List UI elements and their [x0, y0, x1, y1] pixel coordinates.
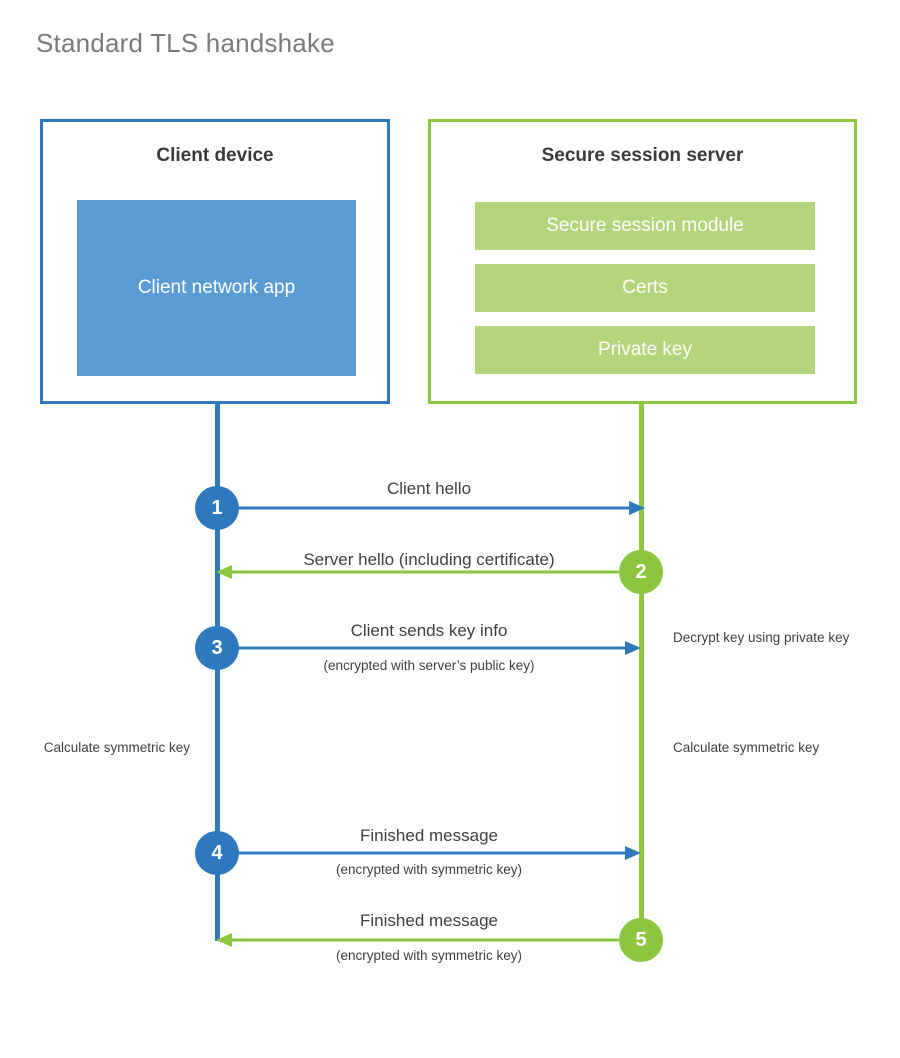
- step-3-arrow: [217, 641, 641, 655]
- step-3-sublabel: (encrypted with server’s public key): [323, 658, 535, 673]
- server-lifeline: [639, 403, 644, 941]
- step-5-arrow: [216, 933, 644, 947]
- client-lifeline: [215, 403, 220, 941]
- step-4-arrow: [217, 846, 641, 860]
- step-2-label: Server hello (including certificate): [303, 550, 555, 569]
- page-title: Standard TLS handshake: [36, 28, 335, 58]
- step-2-arrow: [216, 565, 644, 579]
- secure-session-server-box: Secure session server Secure session mod…: [428, 119, 857, 404]
- step-3-label: Client sends key info: [350, 621, 508, 640]
- annotation-server-decrypt: Decrypt key using private key: [673, 630, 850, 645]
- step-5-sublabel: (encrypted with symmetric key): [335, 948, 523, 963]
- step-marker-4: 4: [195, 831, 239, 875]
- server-component-private-key: Private key: [475, 326, 815, 374]
- client-device-box: Client device Client network app: [40, 119, 390, 404]
- server-component-secure-session-module: Secure session module: [475, 202, 815, 250]
- step-marker-1: 1: [195, 486, 239, 530]
- step-1-label: Client hello: [386, 479, 472, 498]
- client-network-app-block: Client network app: [77, 200, 356, 376]
- step-marker-3: 3: [195, 626, 239, 670]
- client-device-title: Client device: [156, 145, 274, 166]
- step-4-label: Finished message: [360, 826, 498, 845]
- step-5-label: Finished message: [360, 911, 498, 930]
- step-4-sublabel: (encrypted with symmetric key): [335, 862, 523, 877]
- step-marker-2: 2: [619, 550, 663, 594]
- step-marker-5: 5: [619, 918, 663, 962]
- annotation-client-calculate: Calculate symmetric key: [43, 740, 190, 755]
- server-component-certs: Certs: [475, 264, 815, 312]
- annotation-server-calculate: Calculate symmetric key: [673, 740, 820, 755]
- step-1-arrow: [217, 501, 645, 515]
- secure-session-server-title: Secure session server: [541, 145, 744, 166]
